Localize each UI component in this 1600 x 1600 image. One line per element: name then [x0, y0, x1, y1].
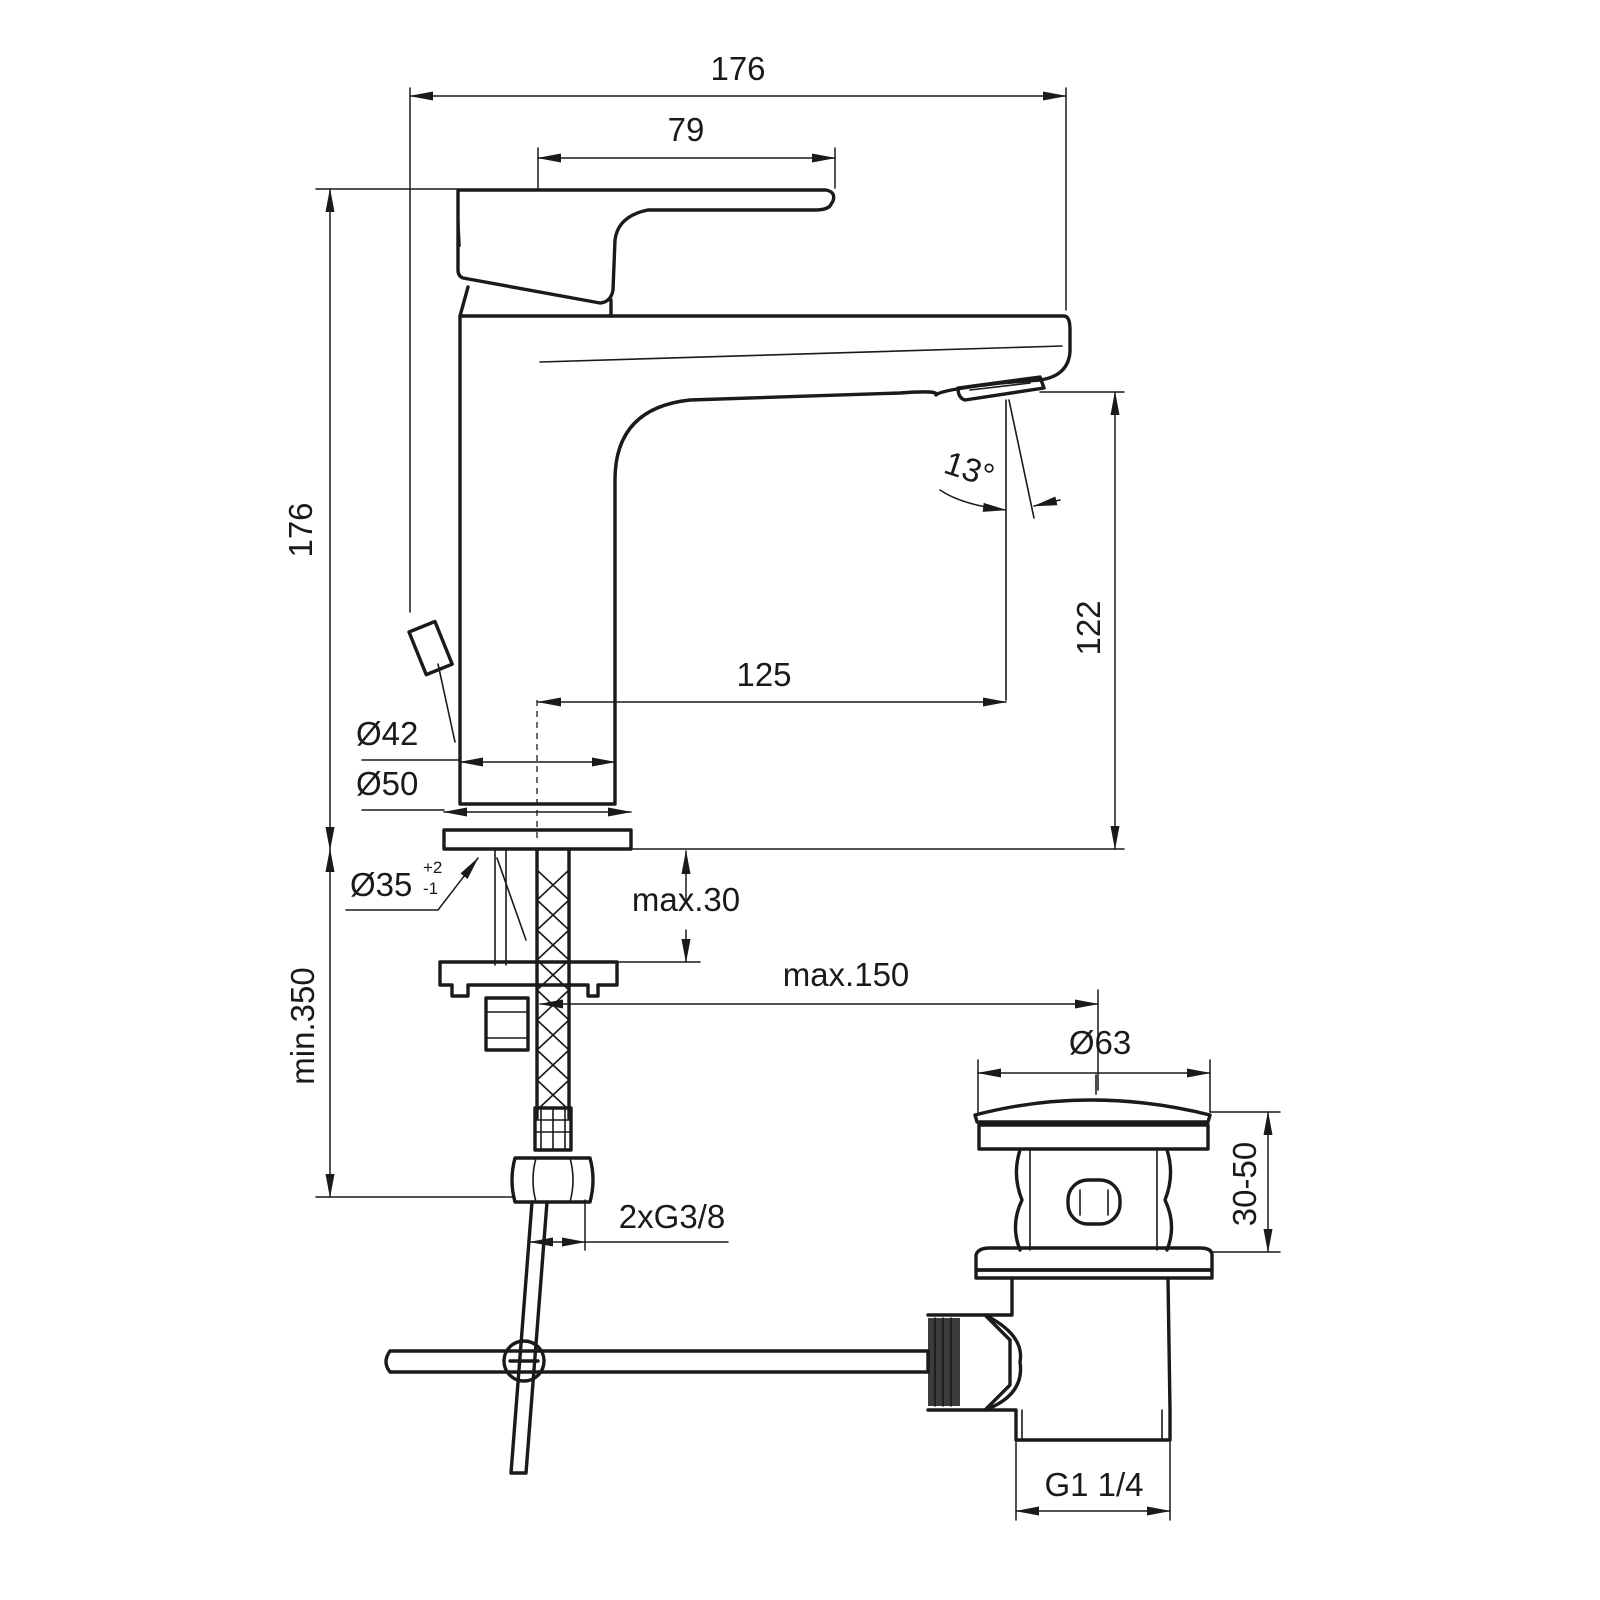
- spout-flow-line: [1008, 399, 1035, 519]
- dim-waste-range: 30-50: [1226, 1142, 1263, 1226]
- aerator: [956, 375, 1046, 402]
- dim-flow-angle: 13°: [940, 444, 999, 495]
- dim-overall-height: 176: [282, 502, 319, 557]
- faucet-body: [458, 314, 1072, 806]
- dim-max-hose-offset: max.150: [783, 956, 910, 993]
- waste-flange: [977, 1123, 1210, 1151]
- popup-rod: [437, 663, 456, 743]
- fixing-bracket: [438, 960, 619, 998]
- lift-rod: [384, 1349, 930, 1374]
- dim-hole-tol-upper: +2: [423, 858, 442, 877]
- rod-clamp: [502, 1339, 546, 1383]
- dim-lever-length: 79: [668, 111, 705, 148]
- dim-hole-diameter: Ø35: [350, 866, 412, 903]
- waste-lower-flange: [974, 1246, 1214, 1272]
- dim-hole-tol-lower: -1: [423, 879, 438, 898]
- waste-spigot: [926, 1313, 1012, 1412]
- lever-handle: [456, 188, 836, 305]
- connector-nut: [510, 1156, 595, 1204]
- waste-cap: [973, 1098, 1212, 1124]
- dim-spout-reach: 125: [736, 656, 791, 693]
- waste-body: [983, 1276, 1172, 1442]
- dim-connections: 2xG3/8: [619, 1198, 725, 1235]
- hose-ferrule: [533, 1106, 573, 1152]
- pull-rod: [509, 1200, 549, 1475]
- dimension-lines: [315, 87, 1281, 1521]
- dim-overall-width: 176: [710, 50, 765, 87]
- dim-diameter-body: Ø42: [356, 715, 418, 752]
- dim-waste-thread: G1 1/4: [1044, 1466, 1143, 1503]
- fixing-nut: [484, 996, 530, 1052]
- dim-max-deck: max.30: [632, 881, 740, 918]
- popup-knob: [407, 619, 454, 677]
- collar: [458, 285, 613, 318]
- overflow-slot: [1066, 1178, 1122, 1226]
- dim-diameter-base: Ø50: [356, 765, 418, 802]
- dim-spout-height: 122: [1070, 600, 1107, 655]
- dimension-labels: 176 79 176 122 125 13° Ø42 Ø50 Ø35 +2 -1…: [282, 50, 1263, 1503]
- fixing-assembly: [384, 848, 930, 1475]
- dim-waste-diameter: Ø63: [1069, 1024, 1131, 1061]
- faucet: [407, 188, 1072, 851]
- dim-min-hose-length: min.350: [284, 967, 321, 1084]
- waste-valve: [926, 1098, 1214, 1442]
